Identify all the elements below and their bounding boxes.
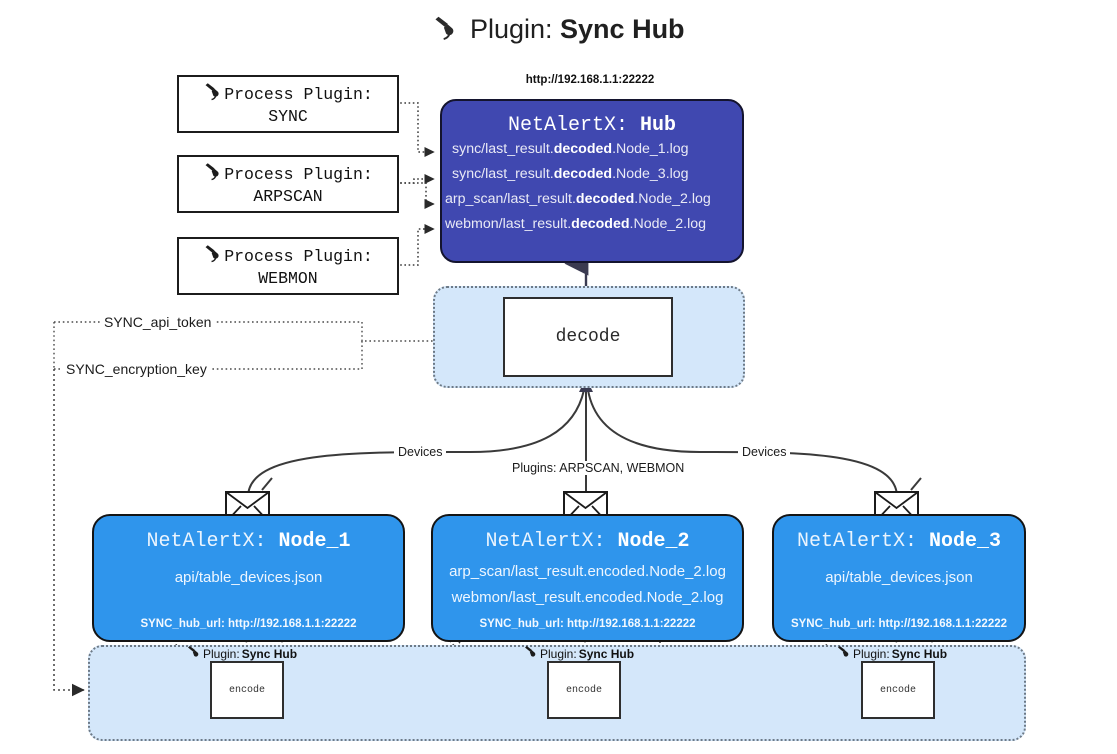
plug-icon [203, 162, 222, 186]
node-log-line: webmon/last_result.encoded.Node_2.log [451, 589, 724, 606]
hub-title: NetAlertX: Hub [442, 114, 742, 137]
hub-box[interactable]: NetAlertX: Hub sync/last_result.decoded.… [440, 99, 744, 263]
plug-icon [523, 645, 538, 663]
process-plugin-name: ARPSCAN [253, 187, 323, 206]
encoder-plugin-label: Plugin:Sync Hub [523, 645, 634, 663]
encoder-plugin-label: Plugin:Sync Hub [836, 645, 947, 663]
edge-label-plugins-center: Plugins: ARPSCAN, WEBMON [508, 461, 689, 475]
edge-label-devices-left: Devices [394, 445, 447, 459]
node-box-node-2[interactable]: NetAlertX: Node_2 arp_scan/last_result.e… [431, 514, 744, 642]
encoder-plugin-label: Plugin:Sync Hub [186, 645, 297, 663]
process-plugin-box-sync[interactable]: Process Plugin: SYNC [177, 75, 399, 133]
node-log-line: api/table_devices.json [174, 569, 323, 586]
node-title: NetAlertX: Node_3 [774, 530, 1024, 553]
node-title: NetAlertX: Node_2 [433, 530, 742, 553]
plug-icon [186, 645, 201, 663]
title-prefix: Plugin: [469, 14, 553, 44]
hub-url-label: http://192.168.1.1:22222 [525, 74, 655, 86]
hub-log-line: sync/last_result.decoded.Node_3.log [452, 166, 689, 182]
hub-log-line: arp_scan/last_result.decoded.Node_2.log [445, 191, 711, 207]
node-hub-url: SYNC_hub_url: http://192.168.1.1:22222 [140, 618, 357, 630]
plug-icon [432, 15, 458, 48]
hub-log-line: webmon/last_result.decoded.Node_2.log [445, 216, 707, 232]
node-hub-url: SYNC_hub_url: http://192.168.1.1:22222 [479, 618, 696, 630]
label-sync-api-token: SYNC_api_token [100, 314, 216, 330]
label-sync-encryption-key: SYNC_encryption_key [62, 361, 211, 377]
process-plugin-name: WEBMON [258, 269, 318, 288]
plug-icon [203, 244, 222, 268]
node-name: Node_1 [278, 530, 351, 553]
plug-icon [836, 645, 851, 663]
node-box-node-3[interactable]: NetAlertX: Node_3 api/table_devices.json… [772, 514, 1026, 642]
process-plugin-box-webmon[interactable]: Process Plugin: WEBMON [177, 237, 399, 295]
encode-box[interactable]: encode [861, 661, 935, 719]
node-box-node-1[interactable]: NetAlertX: Node_1 api/table_devices.json… [92, 514, 405, 642]
hub-log-line: sync/last_result.decoded.Node_1.log [452, 141, 689, 157]
hub-name: Hub [640, 114, 677, 137]
process-plugin-heading: Process Plugin: [224, 84, 373, 104]
plug-icon [203, 82, 222, 106]
hub-app: NetAlertX: [507, 114, 628, 137]
node-app: NetAlertX: [485, 530, 606, 553]
title-name: Sync Hub [560, 14, 685, 44]
process-plugin-name: SYNC [268, 107, 308, 126]
node-hub-url: SYNC_hub_url: http://192.168.1.1:22222 [790, 618, 1008, 630]
node-name: Node_2 [617, 530, 690, 553]
node-log-line: arp_scan/last_result.encoded.Node_2.log [449, 563, 726, 580]
encode-box[interactable]: encode [210, 661, 284, 719]
node-log-line: api/table_devices.json [825, 569, 973, 586]
edge-label-devices-right: Devices [738, 445, 791, 459]
node-app: NetAlertX: [146, 530, 267, 553]
encode-box[interactable]: encode [547, 661, 621, 719]
page-title: Plugin: Sync Hub [0, 14, 1117, 48]
process-plugin-heading: Process Plugin: [224, 246, 373, 266]
node-name: Node_3 [929, 530, 1002, 553]
decode-box[interactable]: decode [503, 297, 673, 377]
node-title: NetAlertX: Node_1 [94, 530, 403, 553]
node-app: NetAlertX: [796, 530, 917, 553]
process-plugin-heading: Process Plugin: [224, 164, 373, 184]
process-plugin-box-arpscan[interactable]: Process Plugin: ARPSCAN [177, 155, 399, 213]
